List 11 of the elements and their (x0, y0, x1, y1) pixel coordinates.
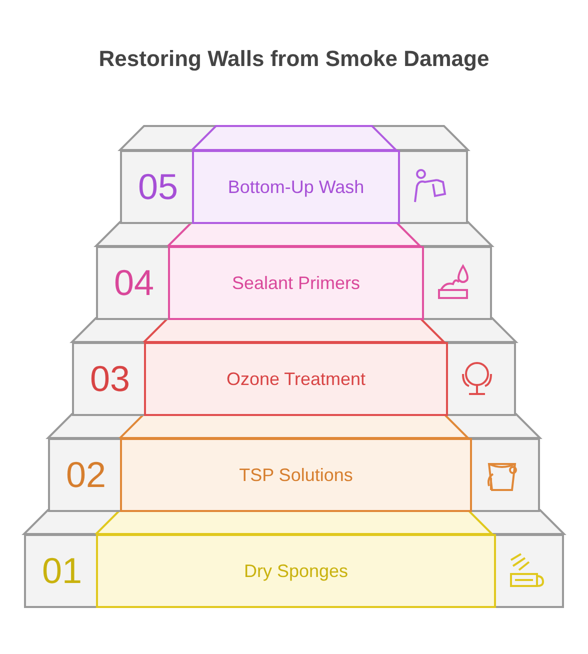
step-number: 04 (112, 262, 156, 304)
stair-step (48, 438, 540, 512)
step-label: Dry Sponges (96, 534, 496, 608)
stair-step (24, 534, 564, 608)
step-number: 03 (88, 358, 132, 400)
title: Restoring Walls from Smoke Damage (98, 46, 490, 72)
step-number: 05 (136, 166, 180, 208)
step-number: 01 (40, 550, 84, 592)
stair-step (96, 246, 492, 320)
step-number: 02 (64, 454, 108, 496)
stair-step (72, 342, 516, 416)
